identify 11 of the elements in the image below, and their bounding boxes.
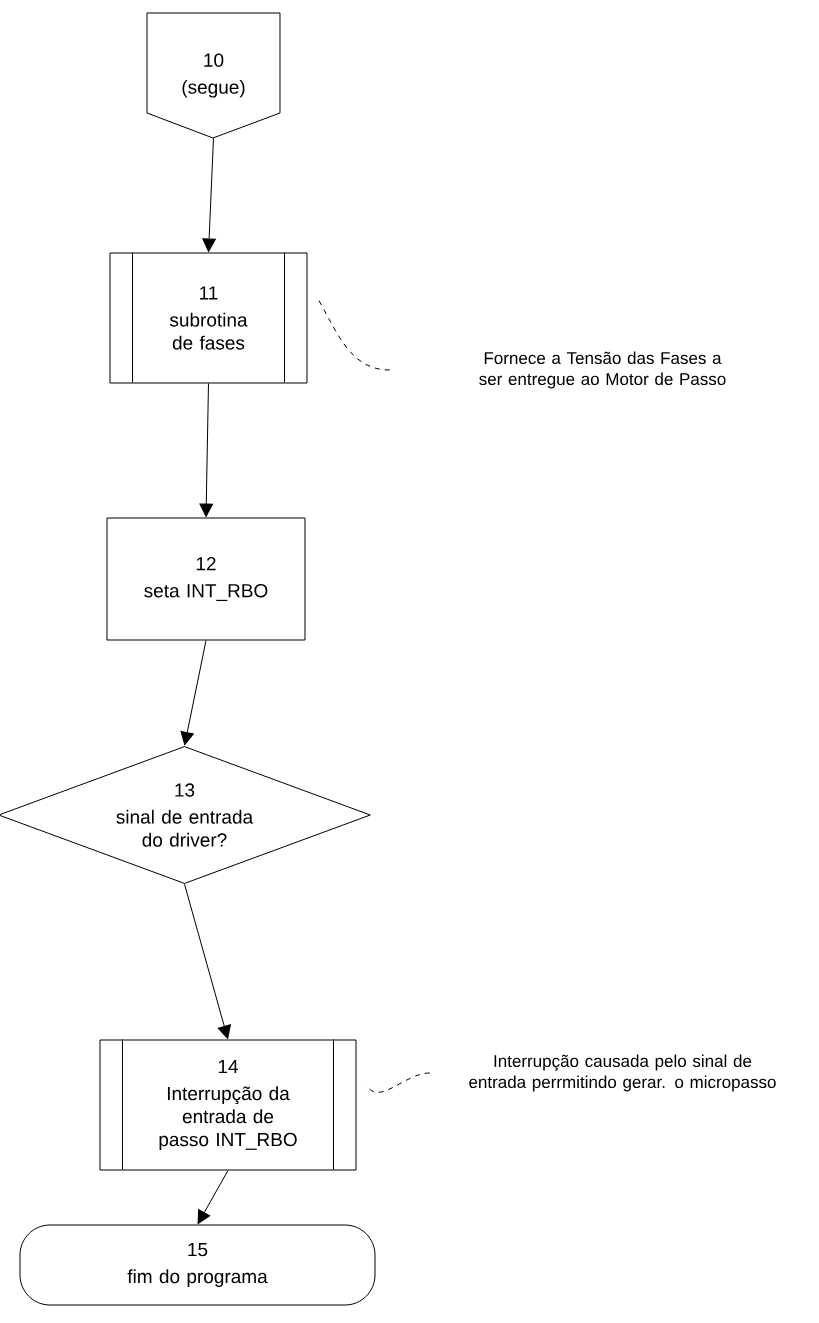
process-box: 12 seta INT_RBO [106,517,306,641]
arrow [197,1170,229,1225]
arrow [199,383,214,517]
arrow [184,883,231,1039]
arrow [180,640,207,746]
annotation-text: Fornece a Tensão das Fases a ser entregue ao Motor de Passo [479,351,726,389]
arrow [202,137,216,252]
subroutine-box: 14 Interrupção da entrada de passo INT_RBO [99,1039,357,1171]
annotation-text: Interrupção causada pelo sinal de entrada perrmitindo gerar. o micropasso [469,1054,776,1092]
off-page-connector: 10 (segue) [146,12,281,139]
subroutine-box: 11 subrotina de fases [109,252,308,384]
